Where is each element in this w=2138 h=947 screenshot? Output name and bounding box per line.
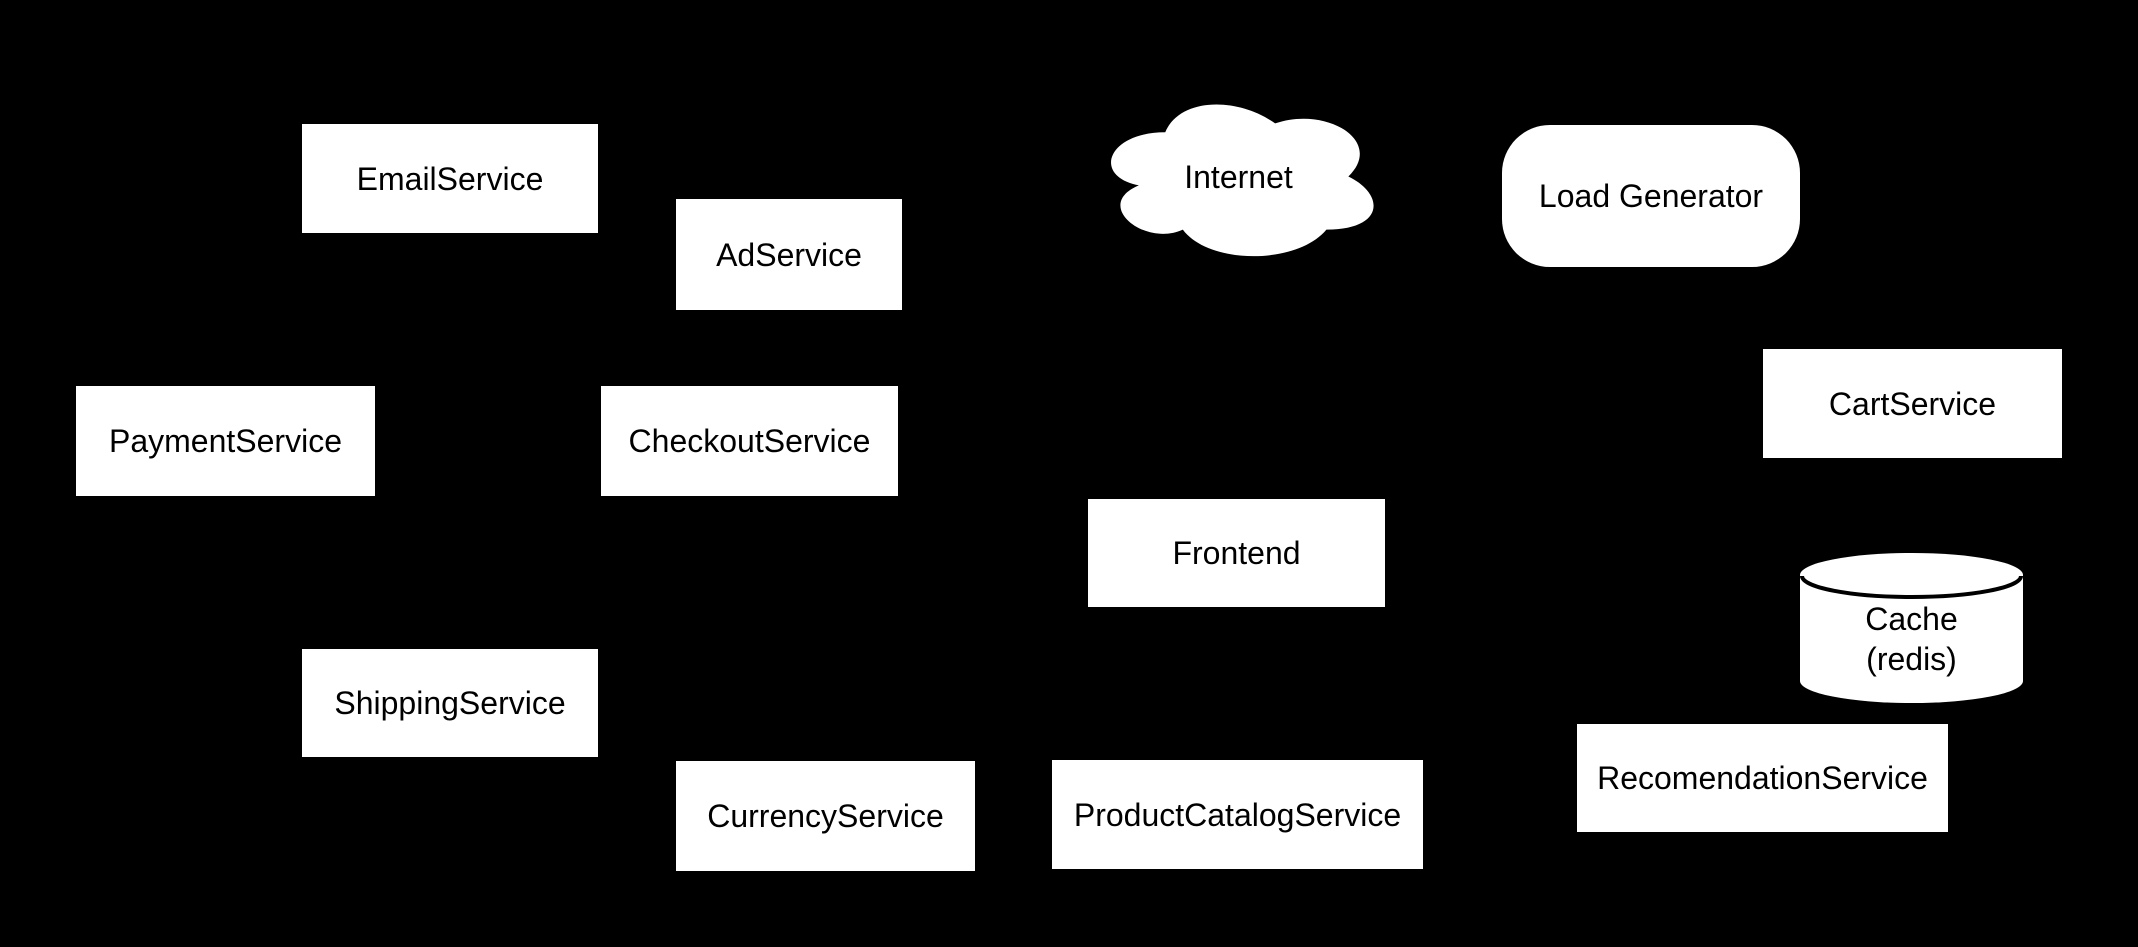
node-shipping-service: ShippingService <box>302 649 598 757</box>
node-cart-service-label: CartService <box>1828 385 1997 422</box>
node-product-catalog-service-label: ProductCatalogService <box>1073 796 1402 833</box>
node-currency-service-label: CurrencyService <box>707 798 944 834</box>
node-payment-service-label: PaymentService <box>109 423 342 459</box>
node-product-catalog-service: ProductCatalogService <box>1052 760 1423 869</box>
node-load-generator-label: Load Generator <box>1538 178 1764 214</box>
database-cylinder-icon <box>1800 553 2023 703</box>
node-ad-service: AdService <box>676 199 902 310</box>
node-email-service: EmailService <box>302 124 598 233</box>
node-checkout-service: CheckoutService <box>601 386 898 496</box>
node-ad-service-label: AdService <box>716 236 862 273</box>
node-currency-service: CurrencyService <box>676 761 975 871</box>
cloud-icon <box>1111 104 1374 257</box>
node-load-generator: Load Generator <box>1502 125 1800 267</box>
node-frontend: Frontend <box>1088 499 1385 607</box>
node-payment-service: PaymentService <box>76 386 375 496</box>
node-recomendation-service-label: RecomendationService <box>1597 760 1928 796</box>
node-frontend-label: Frontend <box>1172 535 1301 571</box>
node-checkout-service-label: CheckoutService <box>628 423 871 459</box>
node-cache: Cache (redis) <box>1800 553 2023 703</box>
node-shipping-service-label: ShippingService <box>334 685 566 721</box>
node-internet: Internet <box>1092 88 1385 265</box>
node-cache-label: Cache (redis) <box>1865 601 1958 677</box>
node-cart-service: CartService <box>1763 349 2062 458</box>
node-email-service-label: EmailService <box>356 160 544 197</box>
node-internet-label: Internet <box>1184 158 1293 195</box>
node-recomendation-service: RecomendationService <box>1577 724 1948 832</box>
